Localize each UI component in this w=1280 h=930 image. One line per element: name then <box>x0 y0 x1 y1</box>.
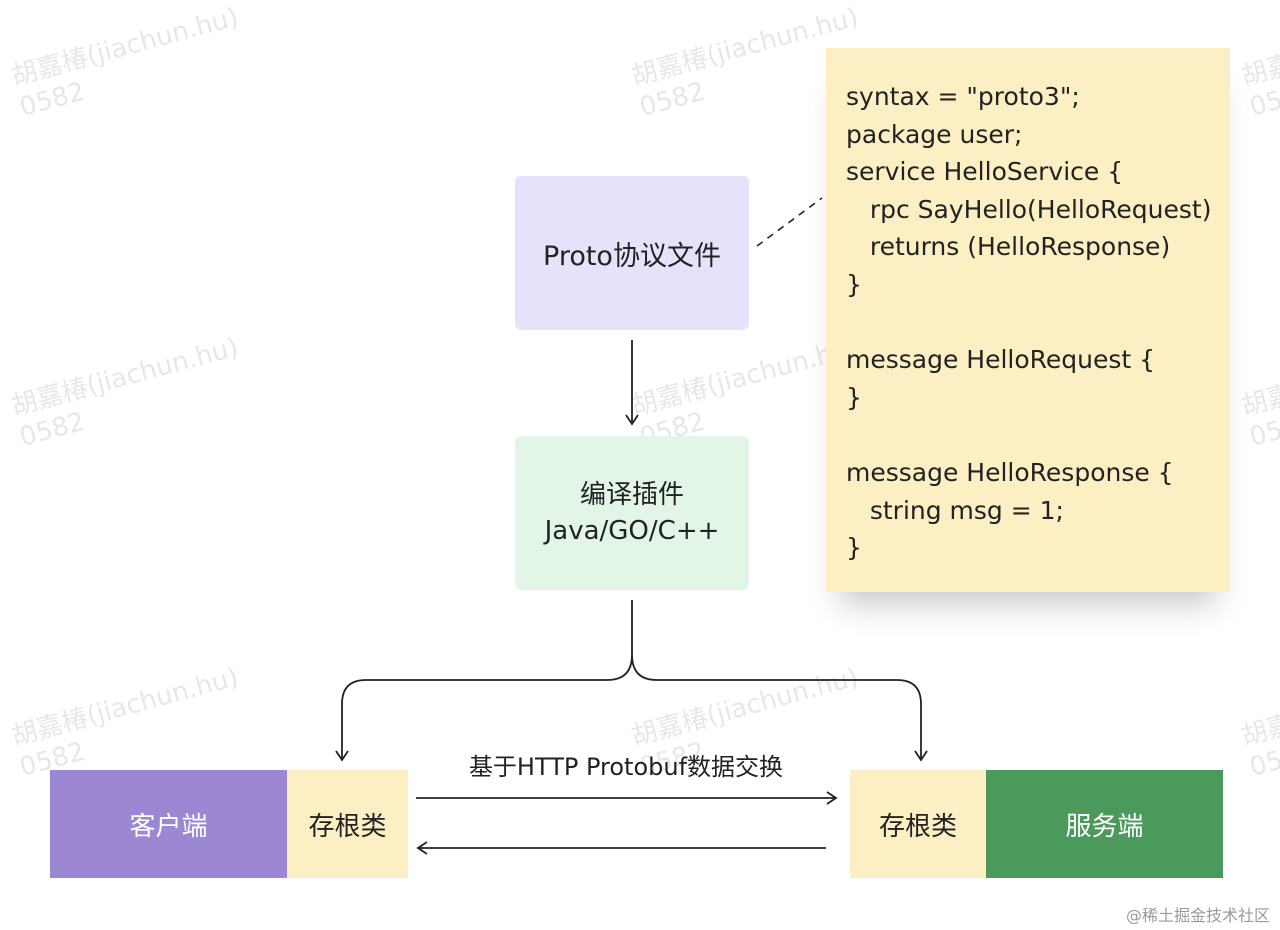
compile-to-server-arrow <box>631 654 928 762</box>
server-stub-box: 存根类 <box>850 770 986 878</box>
code-line: } <box>846 533 862 563</box>
proto-file-box: Proto协议文件 <box>515 176 749 330</box>
code-line: package user; <box>846 119 1023 149</box>
footer-credit: @稀土掘金技术社区 <box>1125 906 1270 925</box>
code-line: syntax = "proto3"; <box>846 82 1080 111</box>
code-line: message HelloResponse { <box>846 457 1174 487</box>
client-box: 客户端 <box>50 770 287 878</box>
code-line: service HelloService { <box>846 157 1124 187</box>
code-line <box>846 416 1230 454</box>
code-line <box>846 304 1230 342</box>
proto-code-note: syntax = "proto3"; package user; service… <box>826 48 1230 592</box>
compile-to-client-arrow <box>335 600 633 762</box>
dashed-link <box>756 197 823 247</box>
code-line: message HelloRequest { <box>846 345 1156 375</box>
client-stub-label: 存根类 <box>308 811 387 842</box>
code-line: } <box>846 382 862 412</box>
compile-plugin-title: 编译插件 <box>579 480 684 510</box>
code-line: string msg = 1; <box>846 495 1064 525</box>
client-stub-box: 存根类 <box>287 770 408 878</box>
compile-plugin-box: 编译插件 Java/GO/C++ <box>515 436 749 590</box>
code-line: rpc SayHello(HelloRequest) <box>846 194 1212 224</box>
server-stub-label: 存根类 <box>878 811 957 842</box>
server-label: 服务端 <box>1065 811 1144 842</box>
proto-file-label: Proto协议文件 <box>543 240 721 272</box>
code-line: } <box>846 269 862 299</box>
server-box: 服务端 <box>986 770 1223 878</box>
client-label: 客户端 <box>129 811 208 842</box>
exchange-label: 基于HTTP Protobuf数据交换 <box>468 753 784 781</box>
compile-plugin-languages: Java/GO/C++ <box>544 516 720 546</box>
code-line: returns (HelloResponse) <box>846 232 1171 262</box>
